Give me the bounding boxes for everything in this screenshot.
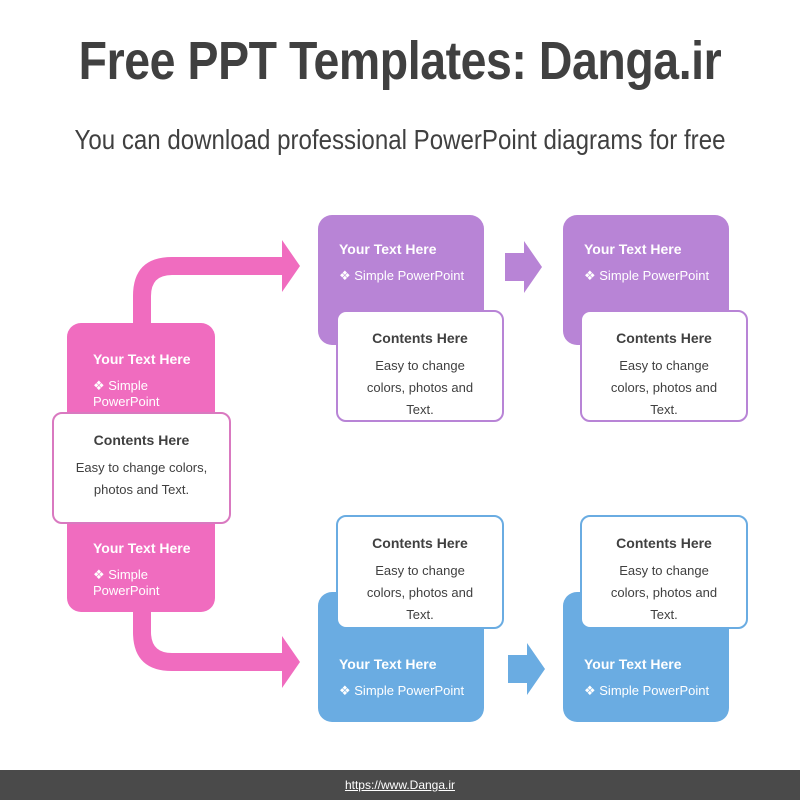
block-title: Your Text Here <box>339 656 437 672</box>
footer-bar: https://www.Danga.ir <box>0 770 800 800</box>
bottom-content-card-1: Contents Here Easy to change colors, pho… <box>336 515 504 629</box>
top-content-card-1: Contents Here Easy to change colors, pho… <box>336 310 504 422</box>
page-subtitle: You can download professional PowerPoint… <box>74 124 726 155</box>
block-title: Your Text Here <box>584 241 682 257</box>
block-subtitle: ❖ Simple PowerPoint <box>584 683 710 698</box>
card-description: Easy to change colors, photos and Text. <box>366 563 474 622</box>
block-subtitle: ❖ Simple PowerPoint <box>584 268 710 283</box>
block-title: Your Text Here <box>93 540 191 556</box>
left-bottom-block: Your Text Here ❖ Simple PowerPoint <box>67 508 215 612</box>
pink-elbow-arrow-top <box>133 240 300 330</box>
card-description: Easy to change colors, photos and Text. <box>366 358 474 417</box>
card-title: Contents Here <box>616 535 712 551</box>
card-description: Easy to change colors, photos and Text. <box>610 358 718 417</box>
page-title: Free PPT Templates: Danga.ir <box>78 31 722 91</box>
left-content-card: Contents Here Easy to change colors, pho… <box>52 412 231 524</box>
block-subtitle: ❖ Simple PowerPoint <box>93 567 160 598</box>
bottom-content-card-2: Contents Here Easy to change colors, pho… <box>580 515 748 629</box>
block-subtitle: ❖ Simple PowerPoint <box>93 378 160 409</box>
footer-link[interactable]: https://www.Danga.ir <box>344 778 456 792</box>
card-title: Contents Here <box>616 330 712 346</box>
block-title: Your Text Here <box>584 656 682 672</box>
block-subtitle: ❖ Simple PowerPoint <box>339 268 465 283</box>
card-title: Contents Here <box>372 535 468 551</box>
pink-elbow-arrow-bottom <box>133 612 300 688</box>
card-description: Easy to change colors, photos and Text. <box>610 563 718 622</box>
card-title: Contents Here <box>93 432 190 448</box>
card-title: Contents Here <box>372 330 468 346</box>
block-title: Your Text Here <box>339 241 437 257</box>
left-top-block: Your Text Here ❖ Simple PowerPoint <box>67 323 215 427</box>
blue-right-arrow <box>508 643 545 695</box>
purple-right-arrow <box>505 241 542 293</box>
card-description: Easy to change colors, photos and Text. <box>75 460 208 497</box>
block-subtitle: ❖ Simple PowerPoint <box>339 683 465 698</box>
top-content-card-2: Contents Here Easy to change colors, pho… <box>580 310 748 422</box>
block-title: Your Text Here <box>93 351 191 367</box>
